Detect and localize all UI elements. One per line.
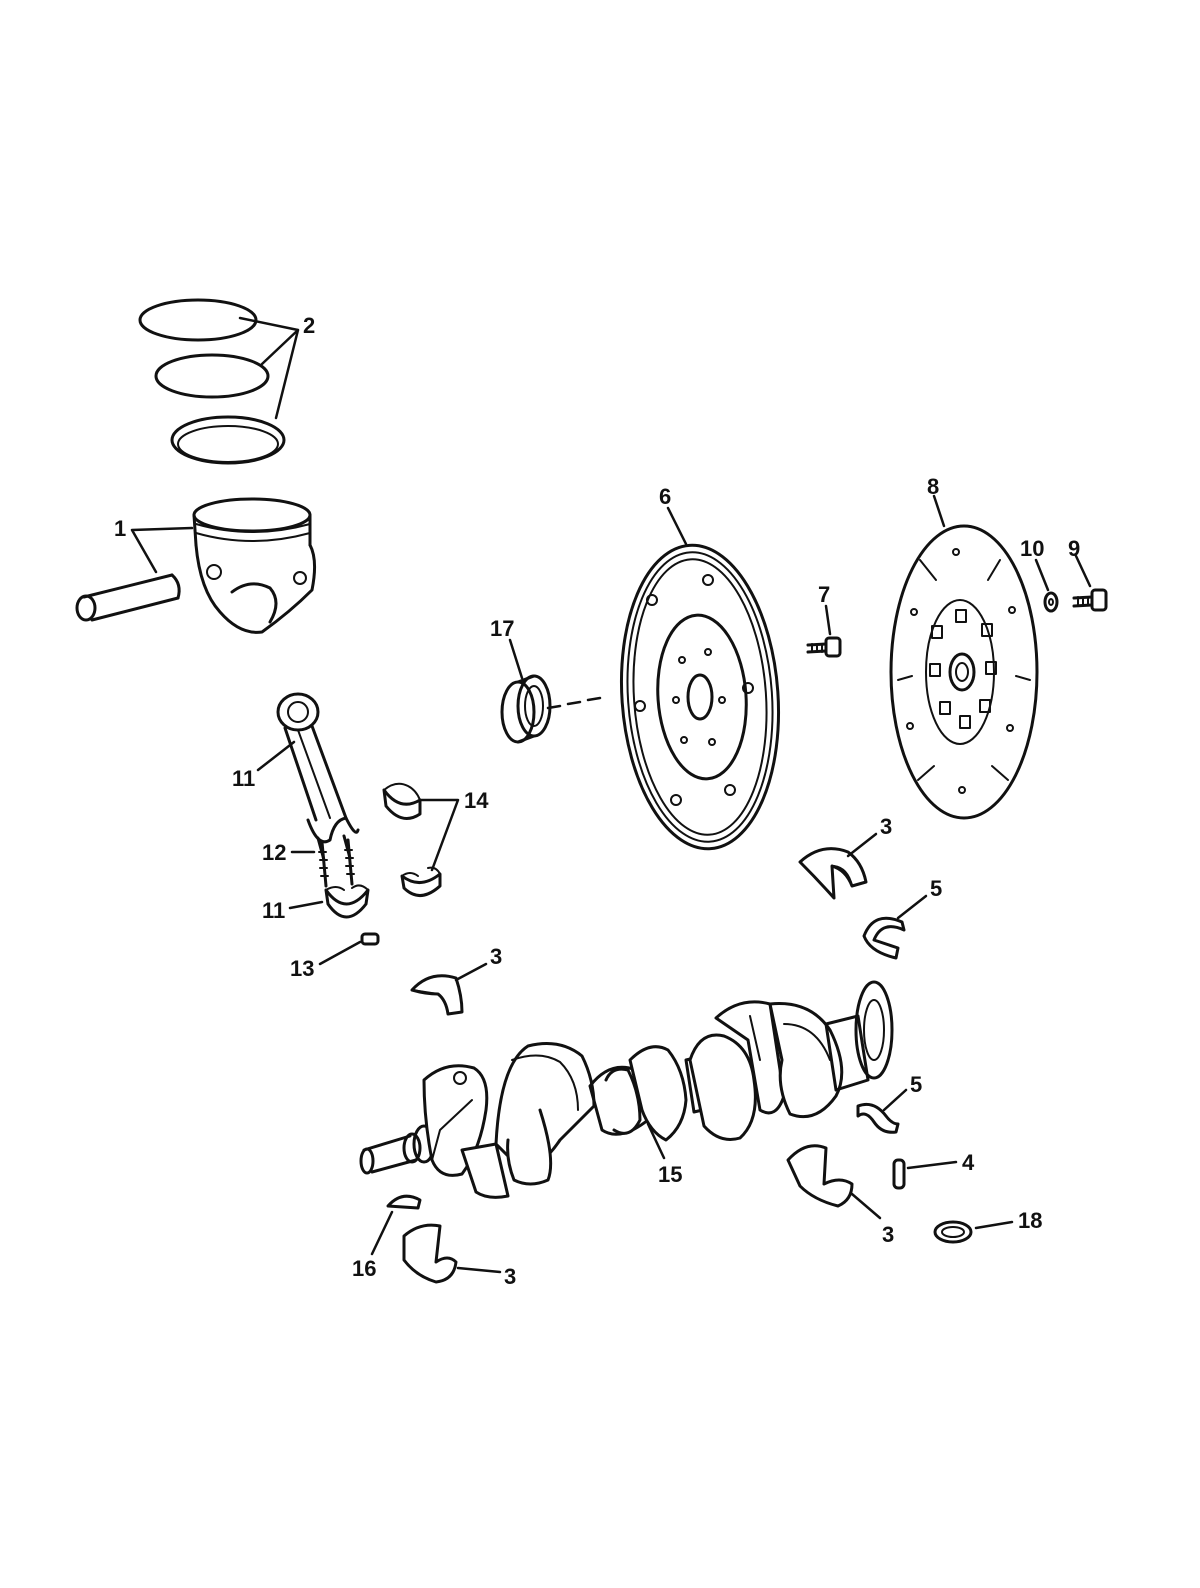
washer <box>1043 591 1059 613</box>
woodruff-key <box>386 1194 422 1210</box>
callout-8: 8 <box>927 474 939 499</box>
callout-10: 10 <box>1020 536 1044 561</box>
callout-3-lower-left: 3 <box>504 1264 516 1289</box>
dashed-alignment-line <box>546 696 602 710</box>
callout-6: 6 <box>659 484 671 509</box>
callout-5-lower: 5 <box>910 1072 922 1097</box>
rear-main-seal <box>500 674 552 744</box>
callout-14: 14 <box>464 788 489 813</box>
clutch-bolt <box>1072 588 1108 612</box>
callout-18: 18 <box>1018 1208 1042 1233</box>
main-bearing-lower-right <box>786 1144 854 1208</box>
flywheel-bolt <box>806 636 842 658</box>
callout-numbers: 2 1 11 12 11 13 14 17 6 7 8 10 9 3 5 3 5… <box>114 313 1080 1289</box>
callout-7: 7 <box>818 582 830 607</box>
piston-rings <box>138 298 286 465</box>
callout-3-upper-right: 3 <box>880 814 892 839</box>
callout-17: 17 <box>490 616 514 641</box>
callout-11-lower: 11 <box>262 898 285 923</box>
piston <box>192 497 317 634</box>
callout-3-lower-right: 3 <box>882 1222 894 1247</box>
callout-15: 15 <box>658 1162 682 1187</box>
rod-bolts <box>318 838 355 888</box>
callout-13: 13 <box>290 956 314 981</box>
callout-5-upper: 5 <box>930 876 942 901</box>
crankshaft <box>359 980 894 1199</box>
thrust-washer-upper <box>862 916 906 960</box>
clutch-disc <box>889 524 1039 820</box>
callout-11-upper: 11 <box>232 766 255 791</box>
thrust-washer-lower <box>856 1102 900 1134</box>
wrist-pin <box>75 573 181 622</box>
rod-nut <box>360 932 380 946</box>
main-bearing-mid <box>410 974 464 1016</box>
callout-1: 1 <box>114 516 126 541</box>
dowel-pin <box>892 1158 906 1190</box>
callout-16: 16 <box>352 1256 376 1281</box>
main-bearing-upper-right <box>798 847 868 900</box>
callout-3-mid: 3 <box>490 944 502 969</box>
callout-12: 12 <box>262 840 286 865</box>
rod-bearings-pair <box>382 782 442 897</box>
leader-lines <box>130 316 1092 1274</box>
main-bearing-lower-left <box>402 1223 458 1284</box>
connecting-rod <box>276 692 360 862</box>
flywheel <box>619 543 781 851</box>
callout-4: 4 <box>962 1150 975 1175</box>
o-ring <box>933 1220 973 1244</box>
callout-2: 2 <box>303 313 315 338</box>
callout-9: 9 <box>1068 536 1080 561</box>
rod-bearing-lower <box>324 884 370 919</box>
